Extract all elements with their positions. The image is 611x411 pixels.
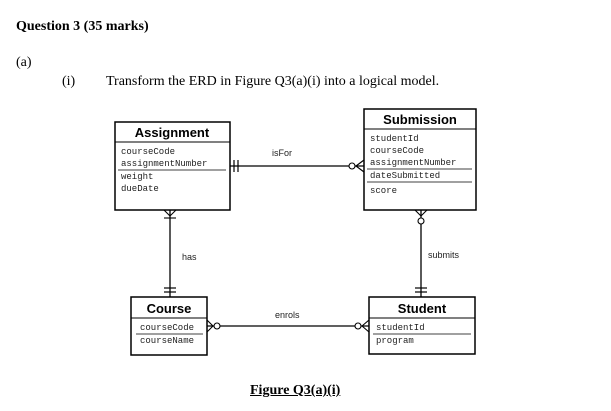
student-attr-0: studentId (376, 323, 425, 333)
course-attr-0: courseCode (140, 323, 194, 333)
relationship-enrols: enrols (206, 310, 370, 333)
question-title: Question 3 (35 marks) (16, 19, 149, 34)
course-title: Course (147, 301, 192, 316)
submits-label: submits (428, 250, 460, 260)
assignment-attr-3: dueDate (121, 184, 159, 194)
submission-attr-3: dateSubmitted (370, 171, 440, 181)
submission-attr-2: assignmentNumber (370, 158, 456, 168)
relationship-has: has (163, 209, 197, 297)
assignment-title: Assignment (135, 125, 210, 140)
student-title: Student (398, 301, 447, 316)
has-label: has (182, 252, 197, 262)
assignment-attr-1: assignmentNumber (121, 159, 207, 169)
entity-assignment: Assignment courseCode assignmentNumber w… (114, 121, 231, 211)
question-instruction: Transform the ERD in Figure Q3(a)(i) int… (106, 74, 440, 89)
entity-submission: Submission studentId courseCode assignme… (363, 108, 477, 211)
student-attr-1: program (376, 336, 414, 346)
enrols-label: enrols (275, 310, 300, 320)
figure-caption: Figure Q3(a)(i) (250, 383, 341, 398)
question-part: (a) (16, 55, 32, 70)
submission-attr-0: studentId (370, 134, 419, 144)
course-attr-1: courseName (140, 336, 194, 346)
assignment-attr-0: courseCode (121, 147, 175, 157)
assignment-attr-2: weight (121, 172, 153, 182)
entity-student: Student studentId program (368, 296, 476, 355)
question-subpart: (i) (62, 74, 76, 89)
submission-attr-4: score (370, 186, 397, 196)
entity-course: Course courseCode courseName (130, 296, 208, 356)
submission-attr-1: courseCode (370, 146, 424, 156)
relationship-submits: submits (414, 209, 460, 297)
submission-title: Submission (383, 112, 457, 127)
isfor-label: isFor (272, 148, 292, 158)
relationship-isfor: isFor (230, 148, 365, 173)
